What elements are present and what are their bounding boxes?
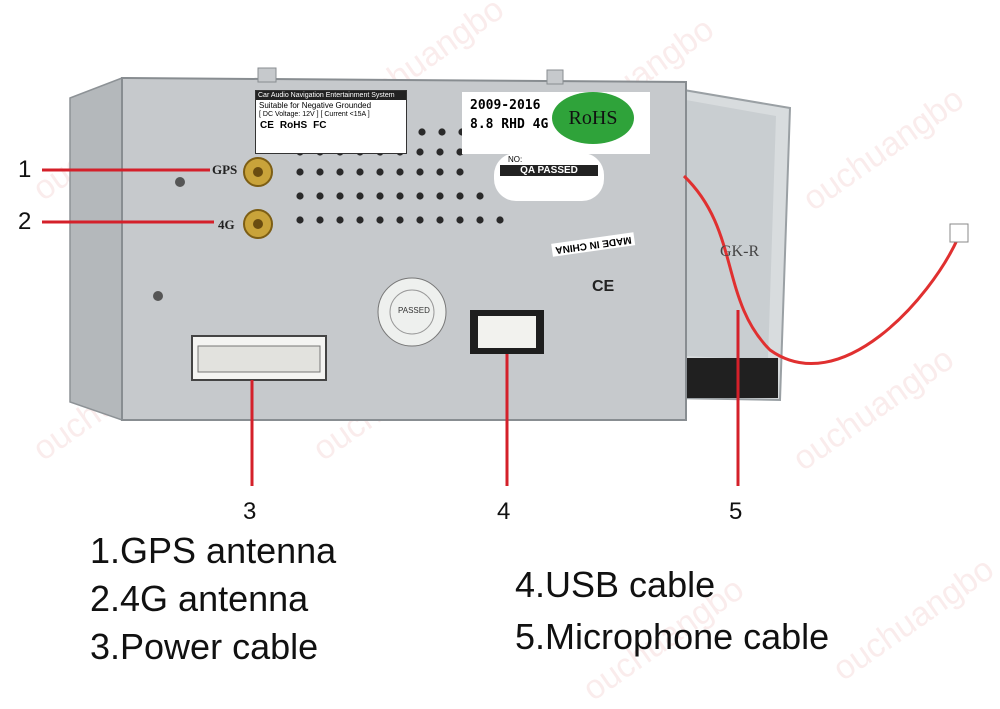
fcc-mark: FC <box>313 120 327 131</box>
round-stamp-text: PASSED <box>398 306 430 315</box>
callout-number-2: 2 <box>18 208 32 235</box>
vent-hole <box>356 216 364 224</box>
vent-hole <box>476 216 484 224</box>
vent-hole <box>496 216 504 224</box>
legend-usb-cable: 4.USB cable <box>515 564 716 605</box>
rohs-badge: RoHS <box>552 92 634 144</box>
callout-number-3: 3 <box>243 498 257 525</box>
microphone-cable <box>682 174 960 365</box>
mount-tab <box>257 67 277 83</box>
vent-hole <box>416 168 424 176</box>
gps-port-label: GPS <box>212 162 238 177</box>
side-plate <box>69 76 123 422</box>
vent-hole <box>456 148 464 156</box>
vent-hole <box>416 148 424 156</box>
power-connector <box>191 335 327 381</box>
vent-hole <box>456 216 464 224</box>
legend-4g-antenna: 2.4G antenna <box>90 578 309 619</box>
legend-microphone-cable: 5.Microphone cable <box>515 616 830 657</box>
chassis-ce-mark: CE <box>592 278 615 295</box>
vent-hole <box>436 148 444 156</box>
vent-hole <box>296 168 304 176</box>
device-illustration <box>42 67 969 486</box>
sticker-line2: [ DC Voltage: 12V ] [ Current <15A ] <box>259 111 370 118</box>
callout-number-5: 5 <box>729 498 743 525</box>
sticker-title: Car Audio Navigation Entertainment Syste… <box>256 91 406 100</box>
vent-hole <box>376 216 384 224</box>
vent-hole <box>416 216 424 224</box>
vent-hole <box>476 192 484 200</box>
vent-hole <box>418 128 426 136</box>
vent-hole <box>376 192 384 200</box>
qa-no-label: NO: <box>508 155 523 164</box>
vent-hole <box>416 192 424 200</box>
vent-hole <box>296 192 304 200</box>
sticker-line1: Suitable for Negative Grounded <box>259 101 372 110</box>
vent-hole <box>316 168 324 176</box>
vent-hole <box>336 168 344 176</box>
4g-port-label: 4G <box>218 217 235 232</box>
vent-hole <box>316 192 324 200</box>
callout-number-4: 4 <box>497 498 511 525</box>
screw <box>175 177 185 187</box>
vent-hole <box>296 216 304 224</box>
main-sticker: Car Audio Navigation Entertainment Syste… <box>255 90 407 154</box>
vent-hole <box>436 168 444 176</box>
legend-power-cable: 3.Power cable <box>90 626 319 667</box>
vent-hole <box>376 168 384 176</box>
round-stamp <box>377 277 447 347</box>
mount-tab <box>546 69 564 85</box>
vent-hole <box>456 192 464 200</box>
screw <box>153 291 163 301</box>
vent-hole <box>356 168 364 176</box>
qa-status: QA PASSED <box>500 165 598 176</box>
foam-pad <box>686 358 778 398</box>
vent-hole <box>438 128 446 136</box>
vent-hole <box>316 216 324 224</box>
usb-connector <box>470 310 544 354</box>
rohs-mark: RoHS <box>279 120 308 131</box>
vent-hole <box>396 192 404 200</box>
vent-hole <box>336 192 344 200</box>
vent-hole <box>396 216 404 224</box>
vent-hole <box>336 216 344 224</box>
side-marking: GK-R <box>720 243 760 260</box>
gps-port <box>243 157 273 187</box>
vent-hole <box>436 192 444 200</box>
vent-hole <box>456 168 464 176</box>
watermark: ouchuangbo <box>825 549 1000 689</box>
mic-plug <box>949 223 969 243</box>
qa-sticker: NO: QA PASSED <box>494 153 604 201</box>
vent-hole <box>396 168 404 176</box>
model-variant: 8.8 RHD 4G <box>470 117 549 132</box>
model-years: 2009-2016 <box>470 98 541 113</box>
legend-gps-antenna: 1.GPS antenna <box>90 530 337 571</box>
callout-number-1: 1 <box>18 156 32 183</box>
vent-hole <box>436 216 444 224</box>
ce-mark: CE <box>260 120 274 131</box>
vent-hole <box>356 192 364 200</box>
4g-port <box>243 209 273 239</box>
